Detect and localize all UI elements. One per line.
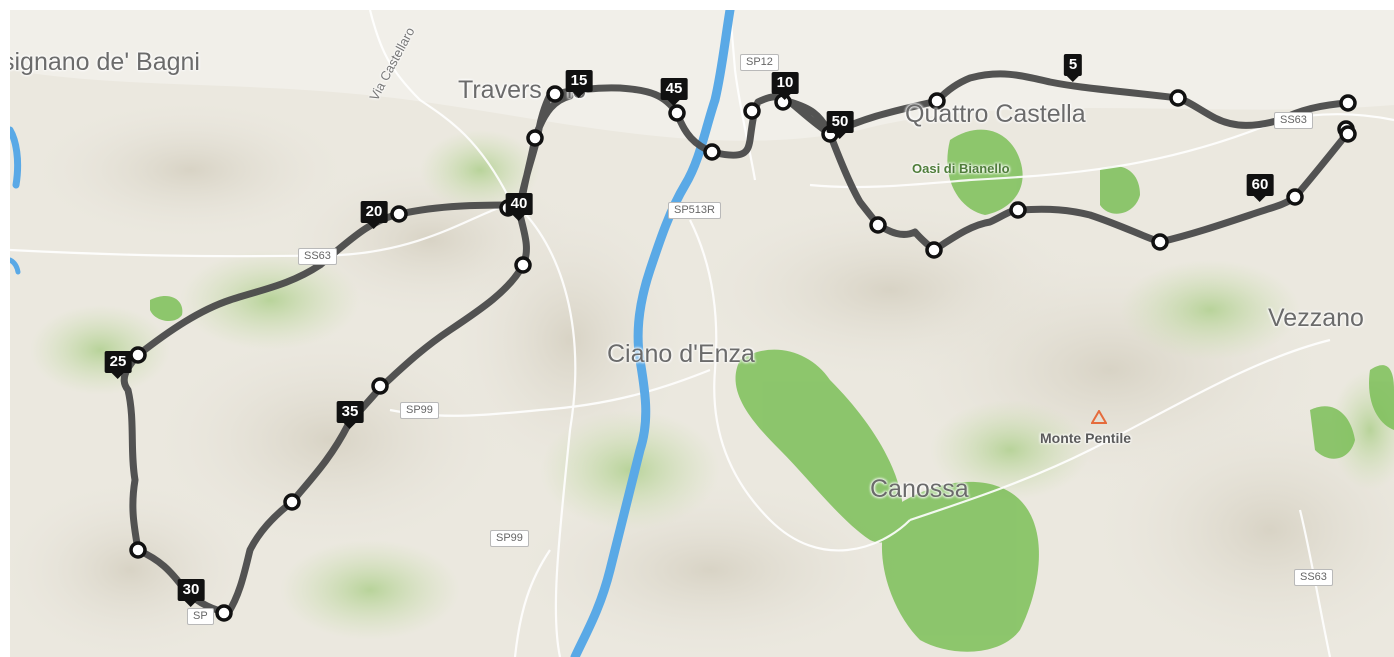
place-traversetolo: Travers lo	[458, 76, 587, 104]
rivers	[10, 10, 735, 657]
shield-sp-d: SP	[187, 608, 214, 625]
place-signano: signano de' Bagni	[10, 48, 200, 76]
km-marker-45[interactable]: 45	[660, 78, 688, 106]
waypoint-13[interactable]	[390, 205, 408, 223]
place-monte-pentile: Monte Pentile	[1040, 430, 1132, 446]
waypoint-19[interactable]	[514, 256, 532, 274]
plain-area	[10, 10, 1394, 141]
km-marker-15[interactable]: 15	[565, 70, 593, 98]
waypoint-5[interactable]	[928, 92, 946, 110]
forest-areas	[150, 129, 1394, 652]
km-marker-60[interactable]: 60	[1246, 174, 1274, 202]
waypoint-8[interactable]	[743, 102, 761, 120]
waypoint-10[interactable]	[668, 104, 686, 122]
waypoint-11[interactable]	[546, 85, 564, 103]
km-marker-20[interactable]: 20	[360, 201, 388, 229]
shield-sp12: SP12	[740, 54, 779, 71]
waypoint-17[interactable]	[283, 493, 301, 511]
shield-ss63-b: SS63	[1294, 569, 1333, 586]
km-marker-50[interactable]: 50	[826, 111, 854, 139]
meadow-patches	[30, 130, 1394, 640]
km-marker-10[interactable]: 10	[771, 72, 799, 100]
map-view[interactable]: signano de' Bagni Travers lo Quattro Cas…	[10, 10, 1394, 657]
place-oasi: Oasi di Bianello	[912, 161, 1010, 176]
place-vezzano: Vezzano	[1268, 304, 1364, 332]
km-marker-35[interactable]: 35	[336, 401, 364, 429]
waypoint-23[interactable]	[1009, 201, 1027, 219]
waypoint-22[interactable]	[925, 241, 943, 259]
waypoint-1[interactable]	[1339, 94, 1357, 112]
waypoint-12[interactable]	[526, 129, 544, 147]
place-ciano: Ciano d'Enza	[607, 340, 755, 368]
waypoint-3[interactable]	[1339, 125, 1357, 143]
peak-triangle-icon	[1091, 410, 1107, 424]
waypoint-4[interactable]	[1169, 89, 1187, 107]
km-marker-25[interactable]: 25	[104, 351, 132, 379]
waypoint-14[interactable]	[129, 346, 147, 364]
km-marker-40[interactable]: 40	[505, 193, 533, 221]
shield-sp99-b: SP99	[490, 530, 529, 547]
place-canossa: Canossa	[870, 475, 969, 503]
waypoint-15[interactable]	[129, 541, 147, 559]
waypoint-21[interactable]	[869, 216, 887, 234]
km-marker-30[interactable]: 30	[177, 579, 205, 607]
place-quattro-castella: Quattro Castella	[905, 100, 1086, 128]
waypoint-25[interactable]	[1286, 188, 1304, 206]
shield-sp513r: SP513R	[668, 202, 721, 219]
shield-ss63-a: SS63	[1274, 112, 1313, 129]
waypoint-9[interactable]	[703, 143, 721, 161]
waypoint-16[interactable]	[215, 604, 233, 622]
waypoint-18[interactable]	[371, 377, 389, 395]
shield-sp99-a: SP99	[400, 402, 439, 419]
waypoint-layer	[129, 85, 1357, 622]
map-canvas[interactable]	[10, 10, 1394, 657]
waypoint-24[interactable]	[1151, 233, 1169, 251]
shield-ss63-c: SS63	[298, 248, 337, 265]
km-marker-5[interactable]: 5	[1063, 54, 1083, 82]
